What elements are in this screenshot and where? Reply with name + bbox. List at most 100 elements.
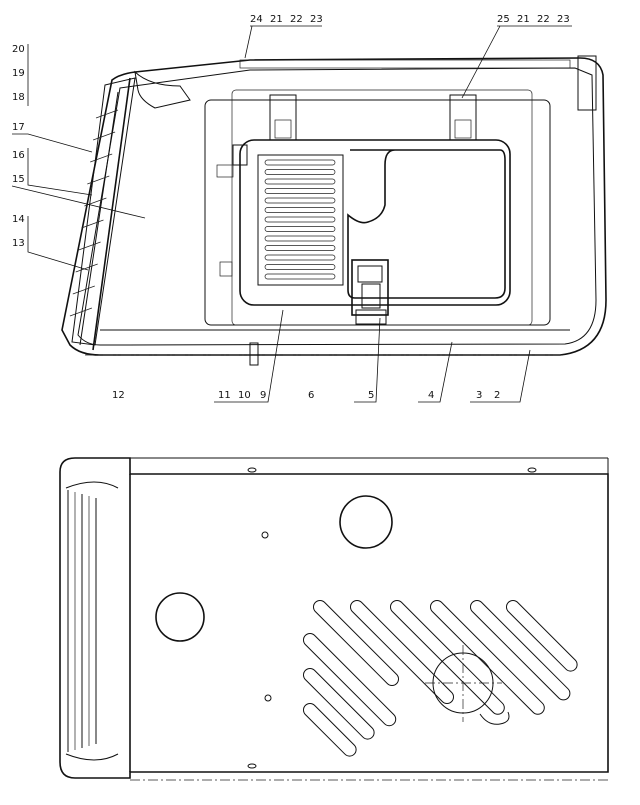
vent-slot xyxy=(264,197,336,204)
vent-slot xyxy=(264,254,336,261)
door-frame xyxy=(71,77,136,346)
door-hatch-line xyxy=(92,131,116,141)
vent-slot xyxy=(264,264,336,270)
door-hatch-line xyxy=(87,175,110,185)
vent-slot xyxy=(264,216,336,223)
cavity-frame-inner xyxy=(231,89,533,326)
callout-16: 16 xyxy=(12,150,25,161)
door-hatch-line xyxy=(81,219,104,229)
callout-14: 14 xyxy=(12,214,25,225)
door-layer-cap-top xyxy=(65,481,119,489)
vent-slot xyxy=(264,273,336,280)
hinge-bracket-right xyxy=(449,94,477,141)
plan-vent-slots xyxy=(303,600,578,757)
side-clip xyxy=(232,144,248,166)
callout-12: 12 xyxy=(112,390,125,401)
front-edge-2 xyxy=(79,91,119,346)
leader-17 xyxy=(12,133,93,153)
vent-slot xyxy=(264,169,336,175)
opening-tiny xyxy=(264,694,272,702)
housing-inner-outline xyxy=(77,67,597,346)
latch-base xyxy=(355,309,387,325)
leader-16 xyxy=(27,148,93,196)
leader-15 xyxy=(11,185,146,219)
leader-11-9 xyxy=(214,309,284,403)
callout-23-right: 23 xyxy=(557,14,570,25)
callout-21-right: 21 xyxy=(517,14,530,25)
door-hatch-line xyxy=(90,153,113,163)
callout-18: 18 xyxy=(12,92,25,103)
callouts: 24 21 22 23 25 21 22 23 20 19 18 17 16 1… xyxy=(11,14,572,403)
plan-vent-slot-inner xyxy=(304,669,374,739)
door-hatch-line xyxy=(95,109,119,119)
mark-top xyxy=(247,467,257,473)
plan-vent-slot-inner xyxy=(351,601,453,703)
latch-body xyxy=(351,259,389,316)
fan-base xyxy=(479,711,510,725)
callout-15: 15 xyxy=(12,174,25,185)
opening-left xyxy=(155,592,205,642)
top-panel xyxy=(134,70,191,109)
door-hatch-line xyxy=(75,263,98,273)
side-mark xyxy=(219,261,233,277)
hinge-post xyxy=(577,55,597,111)
side-stub xyxy=(216,164,234,178)
plan-vent-slot-inner xyxy=(314,601,398,685)
callout-24: 24 xyxy=(250,14,263,25)
callout-10: 10 xyxy=(238,390,251,401)
callout-9: 9 xyxy=(260,390,266,401)
vent-slots xyxy=(264,159,336,280)
plan-vent-slot-inner xyxy=(471,601,570,700)
top-view xyxy=(61,55,607,366)
bottom-view xyxy=(59,457,609,781)
plan-vent-slot-inner xyxy=(431,601,544,714)
door-hatch-line xyxy=(78,241,101,251)
door-hatch-line xyxy=(72,285,95,295)
top-rail xyxy=(239,59,571,69)
callout-20: 20 xyxy=(12,44,25,55)
housing-outline xyxy=(61,57,607,356)
door-layer-cap-bottom xyxy=(65,753,119,761)
leader-14-13 xyxy=(27,216,89,271)
plan-vent-slot-inner xyxy=(507,601,577,671)
base-fastener xyxy=(249,342,259,366)
callout-21-top: 21 xyxy=(270,14,283,25)
callout-13: 13 xyxy=(12,238,25,249)
callout-17: 17 xyxy=(12,122,25,133)
callout-2: 2 xyxy=(494,390,500,401)
vent-slot xyxy=(264,245,336,251)
callout-22-right: 22 xyxy=(537,14,550,25)
vent-panel xyxy=(257,154,344,286)
mark-right xyxy=(527,467,537,473)
hinge-plate-right xyxy=(454,119,472,139)
mark-bottom xyxy=(247,763,257,769)
callout-11: 11 xyxy=(218,390,231,401)
leader-top-left-2 xyxy=(244,25,253,59)
callout-23-top: 23 xyxy=(310,14,323,25)
callout-22-top: 22 xyxy=(290,14,303,25)
hinge-bracket-left xyxy=(269,94,297,141)
magnetron-housing xyxy=(239,139,511,306)
leader-3-2 xyxy=(470,349,531,403)
opening-small xyxy=(261,531,269,539)
front-edge xyxy=(92,77,131,351)
callout-3: 3 xyxy=(476,390,482,401)
leader-top-right-2 xyxy=(461,25,501,99)
door-hatch-line xyxy=(69,307,93,317)
latch-plunger xyxy=(361,283,381,309)
door-layers xyxy=(65,481,119,761)
callout-25: 25 xyxy=(497,14,510,25)
vent-slot xyxy=(264,235,336,242)
plan-vent-slot-inner xyxy=(304,634,396,726)
vent-slot xyxy=(264,207,336,213)
plan-vent-slot-inner xyxy=(304,704,356,756)
leader-5 xyxy=(354,317,381,403)
latch-inner xyxy=(357,265,383,283)
callout-5: 5 xyxy=(368,390,374,401)
vent-slot xyxy=(264,226,336,232)
hinge-plate-left xyxy=(274,119,292,139)
callout-6: 6 xyxy=(308,390,314,401)
plan-outline xyxy=(59,457,609,779)
